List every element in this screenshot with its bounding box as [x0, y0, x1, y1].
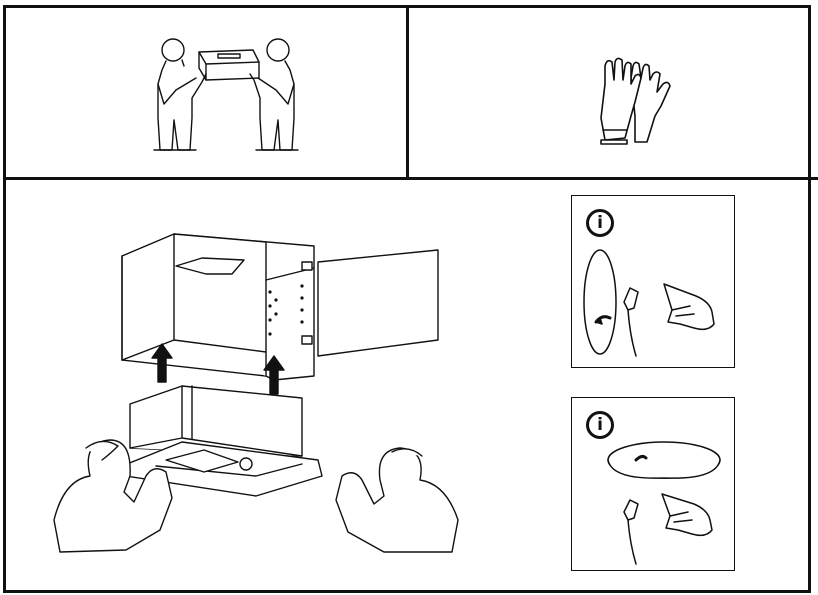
- frame-top-vertical-divider: [406, 5, 409, 180]
- frame-right-border: [808, 5, 811, 593]
- install-into-cabinet-illustration: [49, 233, 463, 557]
- unplug-plug-illustration: [607, 441, 721, 565]
- two-person-carry-icon: [153, 38, 299, 151]
- frame-middle-divider: [3, 177, 818, 180]
- gloves-icon: [600, 57, 671, 145]
- info-icon: i: [586, 209, 614, 237]
- info-badge-letter: i: [597, 414, 603, 435]
- frame-bottom-border: [3, 590, 811, 593]
- info-badge-letter: i: [597, 212, 603, 233]
- info-icon: i: [586, 411, 614, 439]
- unplug-plug-illustration: [583, 249, 715, 357]
- panel-two-person-lift: [6, 8, 406, 177]
- panel-installation: [6, 180, 566, 590]
- info-box-unplug-flat: i: [571, 397, 735, 571]
- frame-left-border: [3, 5, 6, 593]
- panel-gloves: [409, 8, 808, 177]
- info-box-unplug-round: i: [571, 195, 735, 368]
